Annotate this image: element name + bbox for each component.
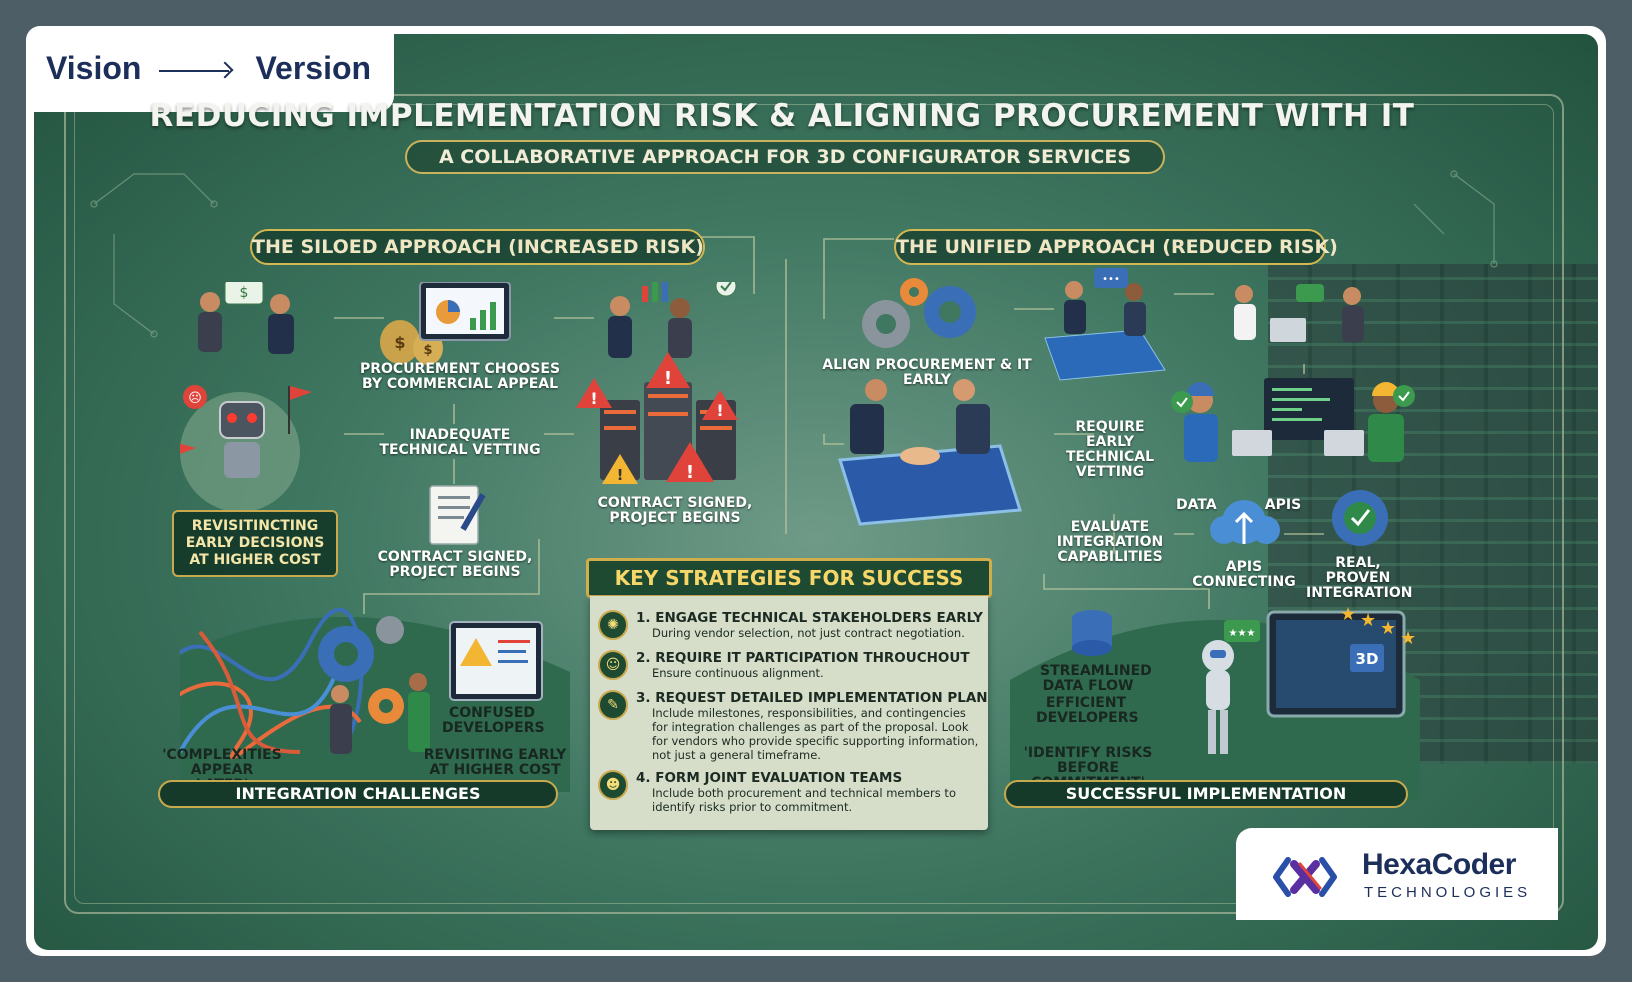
strategy-desc: Include both procurement and technical m… xyxy=(652,786,956,814)
svg-text:!: ! xyxy=(664,368,672,389)
people-talking-icon: $ xyxy=(198,282,294,354)
confused-developers-label: CONFUSED DEVELOPERS xyxy=(442,705,545,736)
board-border-inner xyxy=(74,104,1554,904)
data-label: DATA xyxy=(1176,497,1217,513)
logo-name: HexaCoder xyxy=(1362,848,1516,881)
svg-text:•••: ••• xyxy=(1102,274,1120,285)
svg-text:★★★: ★★★ xyxy=(1229,628,1256,639)
svg-text:★: ★ xyxy=(1400,628,1416,649)
logo-container xyxy=(1236,828,1558,920)
vision-version-header: Vision Version xyxy=(46,50,371,87)
unified-illustrations: ••• xyxy=(838,268,1420,800)
siloed-heading: THE SILOED APPROACH (INCREASED RISK) xyxy=(250,229,705,265)
key-strategies-panel: KEY STRATEGIES FOR SUCCESS ✺ 1. ENGAGE T… xyxy=(586,558,992,830)
svg-text:★: ★ xyxy=(1360,610,1376,631)
streamlined-data-flow-label: STREAMLINED DATA FLOW xyxy=(1040,663,1152,694)
key-strategies-body: ✺ 1. ENGAGE TECHNICAL STAKEHOLDERS EARLY… xyxy=(590,596,988,830)
strategy-title: 1. ENGAGE TECHNICAL STAKEHOLDERS EARLY xyxy=(636,610,983,626)
revisiting-bottom-label: REVISITING EARLY AT HIGHER COST xyxy=(423,747,567,778)
strategy-desc: Include milestones, responsibilities, an… xyxy=(652,706,979,762)
lightbulb-icon: ✺ xyxy=(598,610,628,640)
siloed-illustrations: $ $ $ ☹ ! ! ! ! ! xyxy=(180,282,738,792)
apis-label: APIs xyxy=(1264,497,1302,513)
handshake-tablet-icon xyxy=(838,379,1022,526)
svg-text:!: ! xyxy=(686,462,694,483)
contract-signed-center-label: CONTRACT SIGNED, PROJECT BEGINS xyxy=(377,549,533,580)
hexacoder-logo-icon xyxy=(1273,857,1337,897)
svg-text:$: $ xyxy=(240,285,249,301)
evaluate-integration-label: EVALUATE INTEGRATION CAPABILITIES xyxy=(1056,519,1164,565)
cloud-api-icon xyxy=(1210,500,1280,544)
page-subtitle: A COLLABORATIVE APPROACH FOR 3D CONFIGUR… xyxy=(405,140,1165,174)
arrow-right-icon xyxy=(159,69,230,72)
tangled-integration-icon: ? xyxy=(180,607,570,792)
key-strategies-heading: KEY STRATEGIES FOR SUCCESS xyxy=(586,558,992,598)
contract-signed-right-label: CONTRACT SIGNED, PROJECT BEGINS xyxy=(597,495,753,526)
strategy-desc: During vendor selection, not just contra… xyxy=(652,626,965,640)
successful-implementation-scene: 3D ★★★ ★★★★ xyxy=(1010,604,1420,800)
integration-challenges-ribbon: INTEGRATION CHALLENGES xyxy=(158,780,558,808)
strategy-desc: Ensure continuous alignment. xyxy=(652,666,824,680)
failing-servers-icon: ! ! ! ! ! xyxy=(576,352,738,484)
procurement-label: PROCUREMENT CHOOSES BY COMMERCIAL APPEAL xyxy=(359,361,561,392)
vision-label: Vision xyxy=(46,50,142,86)
efficient-developers-label: EFFICIENT DEVELOPERS xyxy=(1036,695,1139,726)
contract-document-icon xyxy=(429,485,486,545)
align-procurement-label: ALIGN PROCUREMENT & IT EARLY xyxy=(822,357,1032,388)
person-check-icon: ☺ xyxy=(598,650,628,680)
apis-connecting-label: APIS CONNECTING xyxy=(1192,559,1296,590)
gear-checkmark-icon xyxy=(1332,490,1388,546)
team-meeting-icon: ••• xyxy=(1044,268,1166,381)
screen-3d-label: 3D xyxy=(1356,650,1379,668)
broken-robot-icon: ☹ xyxy=(180,385,312,512)
money-bags-laptop-icon: $ $ xyxy=(380,282,511,365)
strategy-title: 3. REQUEST DETAILED IMPLEMENTATION PLAN xyxy=(636,690,988,706)
revisiting-decisions-box: REVISITINCTING EARLY DECISIONS AT HIGHER… xyxy=(172,510,338,577)
svg-text:☹: ☹ xyxy=(188,391,202,406)
document-edit-icon: ✎ xyxy=(598,690,628,720)
unified-heading: THE UNIFIED APPROACH (REDUCED RISK) xyxy=(894,229,1338,265)
successful-implementation-ribbon: SUCCESSFUL IMPLEMENTATION xyxy=(1004,780,1408,808)
people-with-tablet-icon xyxy=(608,282,737,358)
strategy-title: 4. FORM JOINT EVALUATION TEAMS xyxy=(636,770,903,786)
team-icon: ☻ xyxy=(598,770,628,800)
require-vetting-label: REQUIRE EARLY TECHNICAL VETTING xyxy=(1065,419,1155,480)
logo-tagline: TECHNOLOGIES xyxy=(1364,884,1532,901)
svg-text:!: ! xyxy=(590,389,597,408)
inadequate-vetting-label: INADEQUATE TECHNICAL VETTING xyxy=(379,427,541,458)
board-border xyxy=(64,94,1564,914)
svg-text:!: ! xyxy=(716,401,723,420)
connector-lines xyxy=(90,170,1498,614)
svg-text:★: ★ xyxy=(1340,604,1356,625)
page-title: REDUCING IMPLEMENTATION RISK & ALIGNING … xyxy=(149,98,1415,134)
gears-icon xyxy=(862,278,976,348)
svg-text:$: $ xyxy=(423,343,432,358)
svg-text:$: $ xyxy=(394,333,405,352)
engineers-at-workstations-icon xyxy=(1171,378,1415,462)
strategy-title: 2. REQUIRE IT PARTICIPATION THROUCHOUT xyxy=(636,650,970,666)
version-label: Version xyxy=(255,50,372,86)
svg-text:★: ★ xyxy=(1380,618,1396,639)
team-with-laptop-icon xyxy=(1234,284,1364,342)
svg-text:!: ! xyxy=(617,466,624,484)
real-proven-integration-label: REAL, PROVEN INTEGRATION xyxy=(1306,555,1413,601)
